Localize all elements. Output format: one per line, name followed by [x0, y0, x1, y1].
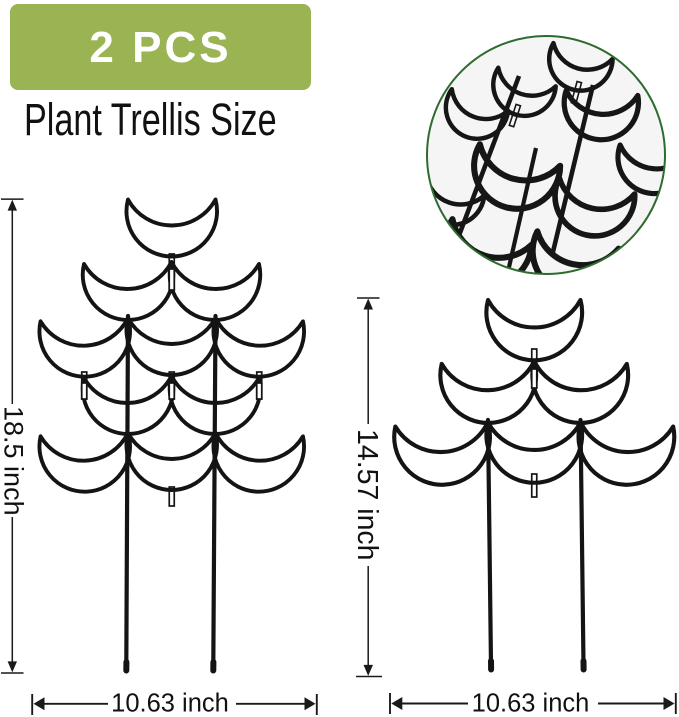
svg-text:10.63 inch: 10.63 inch	[111, 690, 229, 717]
svg-text:10.63 inch: 10.63 inch	[472, 690, 590, 717]
svg-text:18.5 inch: 18.5 inch	[0, 406, 29, 516]
svg-text:14.57 inch: 14.57 inch	[351, 429, 383, 561]
